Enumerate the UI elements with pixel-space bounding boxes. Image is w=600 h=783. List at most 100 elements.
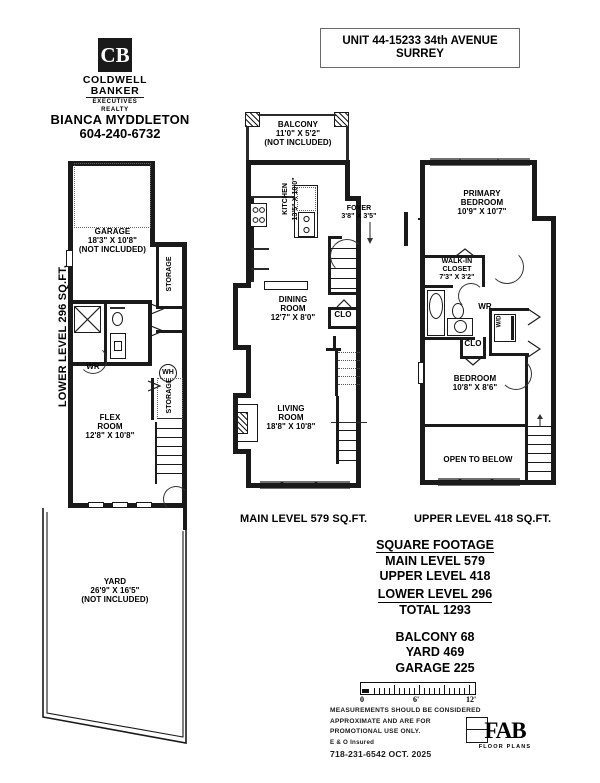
wall	[356, 198, 361, 398]
closet-bifold-icon	[455, 248, 475, 257]
logo-monogram: CB	[100, 42, 130, 67]
fab-logo-subtitle: FLOOR PLANS	[478, 744, 532, 750]
wall	[425, 285, 453, 288]
wall	[68, 161, 73, 508]
water-heater-icon	[159, 364, 177, 382]
stair-break-line	[331, 422, 367, 423]
wall	[251, 196, 254, 282]
wall	[460, 356, 486, 359]
disclaimer-line-3: PROMOTIONAL USE ONLY.	[330, 728, 421, 736]
address-line-2: SURREY	[396, 48, 444, 60]
window	[136, 502, 152, 508]
washer-dryer-unit	[494, 314, 516, 342]
bifold-door-icon	[147, 380, 161, 392]
yard-outline	[42, 508, 187, 744]
wall	[328, 236, 342, 239]
open-to-below-label: OPEN TO BELOW	[443, 455, 513, 464]
sqft-lower: LOWER LEVEL 296	[377, 587, 493, 603]
wall	[489, 353, 529, 356]
garage-door-opening	[74, 163, 151, 228]
counter	[251, 248, 269, 250]
stair-dashed	[338, 376, 360, 377]
wall	[328, 307, 360, 310]
scale-tick-labels: 0 6' 12'	[360, 695, 476, 707]
toilet-fixture	[112, 312, 123, 326]
wall	[233, 393, 238, 453]
wall	[150, 161, 155, 247]
wall	[328, 261, 331, 294]
door-swing	[490, 250, 524, 284]
counter	[251, 196, 295, 198]
tub-basin	[429, 293, 443, 319]
garage-label: GARAGE 18'3" X 10'8" (NOT INCLUDED)	[78, 227, 147, 254]
flex-room-label: FLEX ROOM 12'8" X 10'8"	[85, 413, 135, 440]
wall	[404, 212, 408, 246]
stair-dashed	[338, 352, 360, 353]
square-footage-heading: SQUARE FOOTAGE	[376, 538, 494, 553]
wall	[336, 396, 339, 464]
wall	[246, 449, 251, 487]
balcony-rail	[346, 126, 349, 162]
fab-logo-name: FAB	[484, 718, 526, 743]
wall	[532, 216, 556, 221]
scale-bar-block	[362, 689, 369, 693]
stair-tread	[338, 440, 360, 441]
balcony-post	[245, 112, 260, 127]
storage-upper-label: STORAGE	[166, 256, 174, 292]
agent-name: BIANCA MYDDLETON	[50, 112, 190, 127]
stair-tread	[528, 453, 552, 454]
shower-fixture	[74, 306, 101, 333]
washroom-label: WR	[86, 362, 100, 371]
wall	[532, 160, 537, 216]
wall	[246, 345, 251, 397]
scale-tick-0: 0	[360, 695, 364, 704]
brand-tagline: EXECUTIVES REALTY	[73, 99, 157, 114]
wall	[483, 337, 486, 359]
walk-in-closet-label: WALK-IN CLOSET 7'3" X 3'2"	[439, 258, 475, 281]
sqft-main: MAIN LEVEL 579	[385, 554, 485, 568]
upper-washroom-label: WR	[478, 302, 492, 311]
counter	[251, 280, 254, 282]
wall	[182, 242, 187, 508]
square-footage-summary: SQUARE FOOTAGE MAIN LEVEL 579 UPPER LEVE…	[330, 536, 540, 676]
primary-bedroom-label: PRIMARY BEDROOM 10'9" X 10'7"	[457, 189, 507, 216]
sink-fixture	[114, 341, 122, 351]
vanity-fixture	[110, 333, 126, 359]
stair-arrow	[157, 418, 182, 419]
bifold-door-icon	[150, 325, 164, 337]
bifold-door-icon	[527, 340, 541, 358]
wall	[233, 283, 238, 349]
living-room-label: LIVING ROOM 18'8" X 10'8"	[266, 404, 316, 431]
door-swing	[163, 486, 189, 512]
counter-run	[264, 281, 308, 290]
property-address-title: UNIT 44-15233 34th AVENUE SURREY	[320, 28, 520, 68]
wall	[489, 308, 529, 311]
wall	[551, 216, 556, 485]
stair-tread	[338, 460, 360, 461]
contact-date-line: 718-231-6542 OCT. 2025	[330, 749, 432, 760]
main-closet-label: CLO	[334, 310, 352, 319]
stair-tread	[528, 444, 552, 445]
sqft-upper: UPPER LEVEL 418	[379, 569, 491, 584]
storage-lower-label: STORAGE	[166, 378, 174, 414]
wall	[328, 326, 360, 329]
fab-frame-icon	[466, 717, 488, 743]
balcony-label: BALCONY 11'0" X 5'2" (NOT INCLUDED)	[264, 120, 332, 147]
wall	[156, 330, 184, 333]
stair-tread	[157, 464, 183, 465]
wall	[425, 255, 485, 258]
wall	[233, 393, 251, 398]
window-row	[438, 478, 520, 486]
wall	[68, 300, 152, 304]
sqft-balcony: BALCONY 68	[395, 630, 475, 644]
stair-tread	[528, 435, 552, 436]
bifold-door-icon	[150, 303, 164, 315]
stair-up-arrow-icon	[537, 414, 543, 426]
wall	[420, 424, 528, 427]
kitchen-dims: 13'5" X 10'0"	[292, 177, 300, 221]
stair-tread	[331, 288, 356, 289]
wall	[246, 196, 251, 286]
scale-tick-12: 12'	[466, 695, 477, 704]
wall	[155, 422, 157, 484]
stair-tread	[338, 450, 360, 451]
